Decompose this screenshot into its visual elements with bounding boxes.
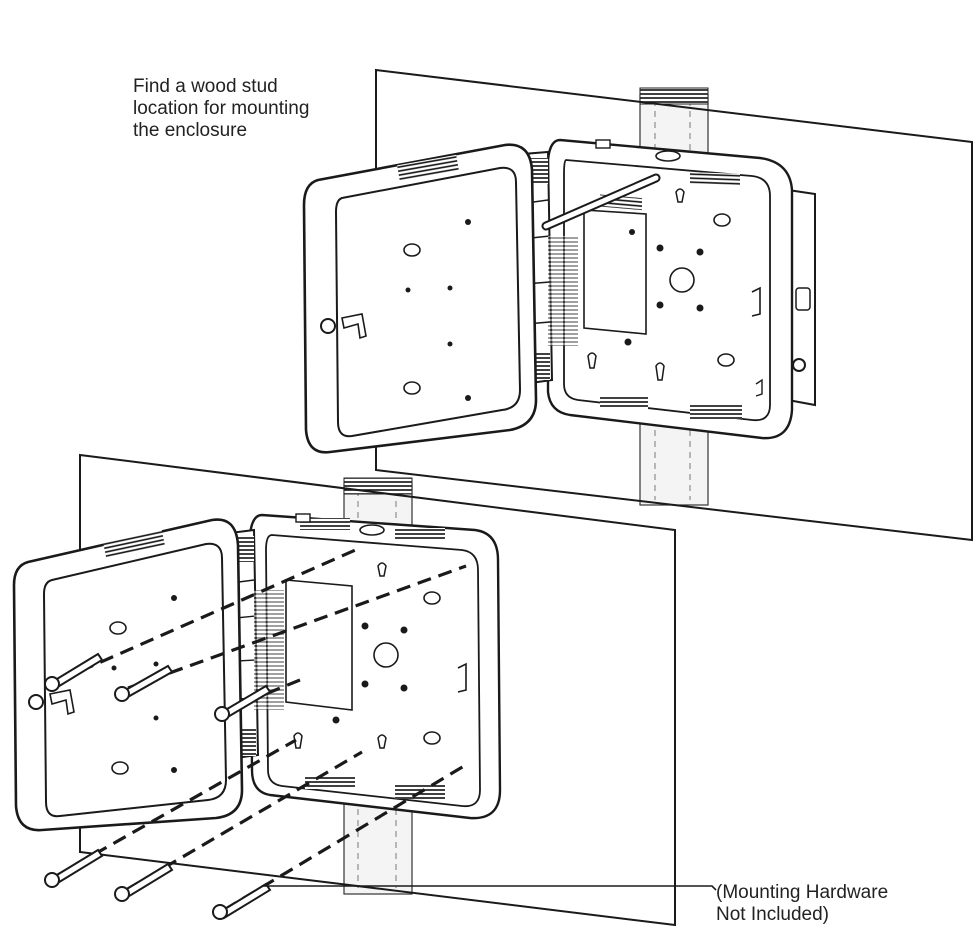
- lock-icon: [320, 318, 336, 334]
- enclosure-door-bottom: [12, 518, 244, 832]
- enclosure-door-top: [302, 143, 538, 454]
- enclosure-base-bottom: [248, 513, 502, 820]
- hardware-caption: (Mounting Hardware Not Included): [716, 882, 889, 925]
- enclosure-base-top: [546, 138, 794, 440]
- lock-icon: [28, 694, 44, 710]
- hardware-leader-line: [262, 885, 717, 891]
- bottom-scene: [12, 453, 717, 927]
- screw-icon: [44, 652, 272, 722]
- stud-location-caption: Find a wood stud location for mounting t…: [133, 76, 310, 141]
- screwdriver-top: [541, 173, 661, 231]
- screw-icon: [44, 848, 272, 920]
- top-scene: [302, 68, 973, 542]
